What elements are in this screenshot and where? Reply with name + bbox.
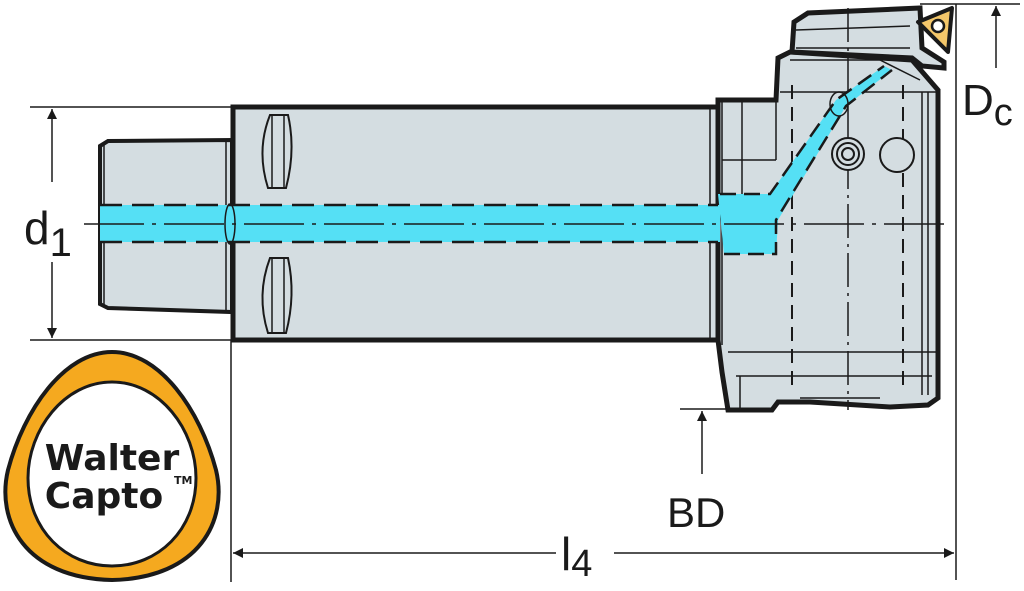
clamp-screw xyxy=(831,137,865,171)
logo-line2: Capto xyxy=(45,476,163,517)
label-bd: BD xyxy=(667,489,725,536)
dimension-l4: l4 xyxy=(230,340,954,585)
dimension-bd: BD xyxy=(667,408,740,536)
dimension-d1: d1 xyxy=(24,106,235,341)
logo-line1: Walter xyxy=(45,438,180,479)
logo-tm: TM xyxy=(174,474,192,487)
grip-slot-bottom xyxy=(261,257,293,334)
label-d1: d1 xyxy=(24,202,72,265)
hole xyxy=(879,137,915,173)
label-dc: Dc xyxy=(962,76,1013,134)
walter-capto-logo: Walter Capto TM xyxy=(3,349,221,583)
cutting-insert xyxy=(916,6,954,54)
dimension-dc: Dc xyxy=(920,3,1020,580)
label-l4: l4 xyxy=(561,528,592,585)
cutting-head xyxy=(715,5,947,413)
grip-slot-top xyxy=(261,114,293,189)
